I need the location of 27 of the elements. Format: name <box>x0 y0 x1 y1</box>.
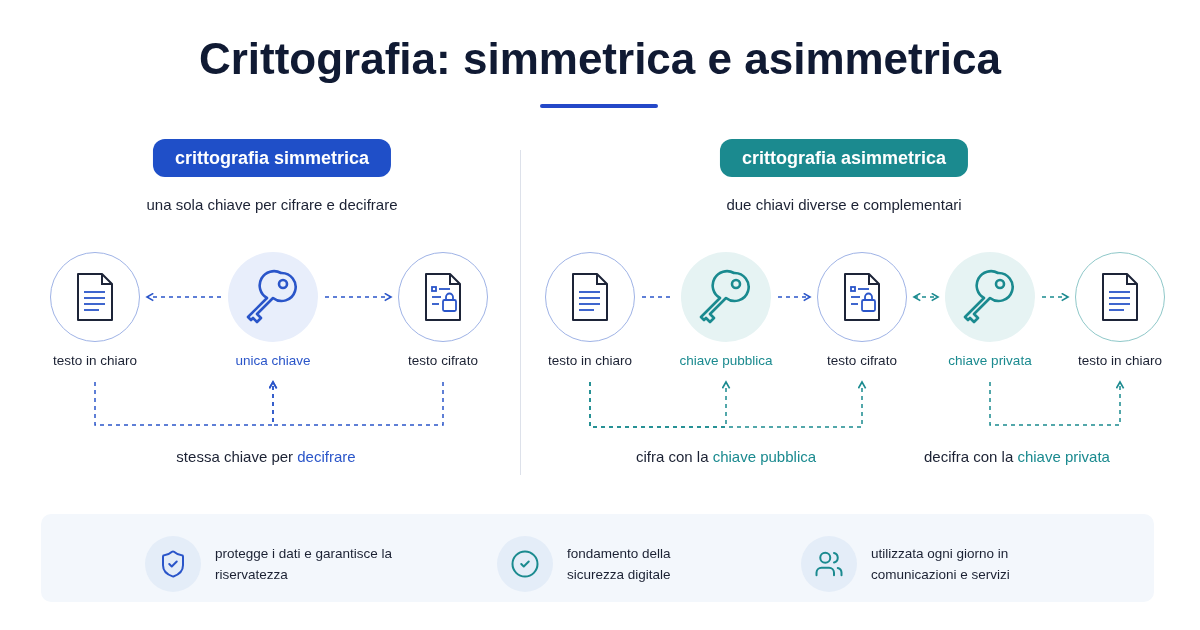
section-pill: crittografia simmetrica <box>152 139 392 177</box>
arrow <box>1041 292 1069 302</box>
node-label: unica chiave <box>235 353 311 368</box>
arrow <box>324 292 392 302</box>
feature-text: utilizzata ogni giorno in comunicazioni e servizi <box>871 545 1011 584</box>
caption: una sola chiave per cifrare e decifrare <box>146 196 398 213</box>
node-label: testo in chiaro <box>547 353 632 368</box>
arrow <box>268 381 444 426</box>
caption: decifra con la chiave privata <box>924 448 1110 465</box>
arrow <box>913 292 939 302</box>
node-label: testo in chiaro <box>52 353 137 368</box>
arrow <box>989 381 1125 426</box>
caption: cifra con la chiave pubblica <box>635 448 817 465</box>
caption: stessa chiave per decifrare <box>176 448 356 465</box>
arrow <box>777 292 811 302</box>
arrow <box>146 292 222 302</box>
node-label: chiave pubblica <box>679 353 773 368</box>
arrow <box>589 381 867 428</box>
title: Crittografia: simmetrica e asimmetrica <box>198 34 1002 84</box>
feature-text: fondamento della sicurezza digitale <box>567 545 672 584</box>
section-pill: crittografia asimmetrica <box>719 139 969 177</box>
caption: due chiavi diverse e complementari <box>726 196 962 213</box>
feature-text: protegge i dati e garantisce la riservatezza <box>215 545 393 584</box>
node-label: testo cifrato <box>827 353 897 368</box>
node-label: testo cifrato <box>408 353 478 368</box>
node-label: chiave privata <box>948 353 1032 368</box>
node-label: testo in chiaro <box>1077 353 1162 368</box>
